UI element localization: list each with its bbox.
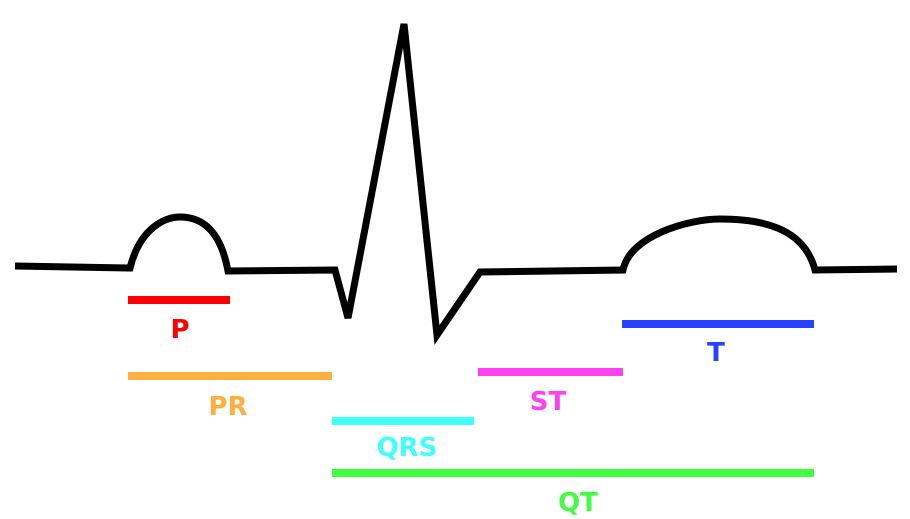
ecg-waveform [14, 23, 898, 345]
qrs-interval-label: QRS [377, 433, 438, 463]
pr-interval-label: PR [208, 392, 247, 422]
p-interval-label: P [170, 315, 189, 345]
st-segment-label: ST [530, 387, 567, 417]
qt-interval-label: QT [558, 488, 598, 518]
t-wave-label: T [707, 338, 725, 368]
